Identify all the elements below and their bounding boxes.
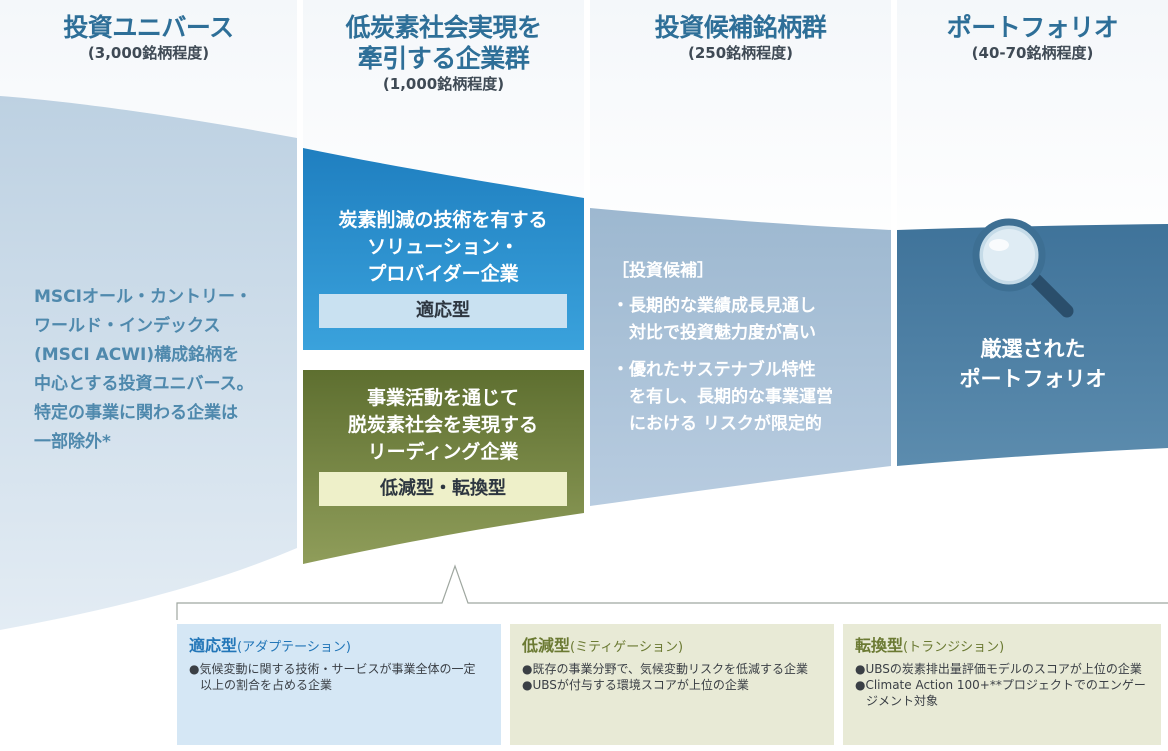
legend-title-main: 転換型 bbox=[855, 636, 904, 655]
legend-title: 低減型(ミティゲーション) bbox=[522, 636, 820, 658]
legend-title-main: 低減型 bbox=[522, 636, 571, 655]
portfolio-line: ポートフォリオ bbox=[959, 367, 1107, 391]
universe-line: 中心とする投資ユニバース。 bbox=[34, 374, 254, 394]
legend-title: 転換型(トランジション) bbox=[855, 636, 1147, 658]
legend-title-note: (トランジション) bbox=[903, 640, 1005, 655]
portfolio-line: 厳選された bbox=[980, 337, 1086, 361]
candidates-line: ・長期的な業績成長見通し bbox=[612, 296, 816, 316]
solution-line: プロバイダー企業 bbox=[367, 263, 519, 285]
solution-line: ソリューション・ bbox=[367, 236, 519, 258]
legend-item: ●UBSが付与する環境スコアが上位の企業 bbox=[522, 678, 749, 692]
legend-box-mitigation: 低減型(ミティゲーション) ●既存の事業分野で、気候変動リスクを低減する企業 ●… bbox=[510, 624, 834, 745]
header-universe-title: 投資ユニバース bbox=[63, 13, 234, 42]
adaptation-tag: 適応型 bbox=[319, 294, 567, 328]
header-candidates-subtitle: (250銘柄程度) bbox=[687, 44, 794, 62]
legend-title-main: 適応型 bbox=[189, 636, 238, 655]
legend-box-adaptation: 適応型(アダプテーション) ●気候変動に関する技術・サービスが事業全体の一定以上… bbox=[177, 624, 501, 745]
legend-item: ●気候変動に関する技術・サービスが事業全体の一定以上の割合を占める企業 bbox=[189, 662, 476, 692]
leading-line: 脱炭素社会を実現する bbox=[347, 414, 538, 436]
leading-company-block: 事業活動を通じて 脱炭素社会を実現する リーディング企業 低減型・転換型 bbox=[303, 385, 583, 506]
header-portfolio-subtitle: (40-70銘柄程度) bbox=[971, 44, 1094, 62]
header-portfolio: ポートフォリオ (40-70銘柄程度) bbox=[897, 12, 1168, 63]
leading-line: 事業活動を通じて bbox=[366, 387, 519, 409]
header-leading-title-line2: 牽引する企業群 bbox=[357, 44, 530, 73]
magnifier-icon bbox=[972, 218, 1074, 318]
portfolio-description: 厳選された ポートフォリオ bbox=[918, 334, 1148, 394]
candidates-heading: ［投資候補］ bbox=[612, 261, 714, 281]
universe-description: MSCIオール・カントリー・ ワールド・インデックス (MSCI ACWI)構成… bbox=[34, 283, 294, 457]
legend-box-transition: 転換型(トランジション) ●UBSの炭素排出量評価モデルのスコアが上位の企業 ●… bbox=[843, 624, 1161, 745]
mitigation-transition-tag: 低減型・転換型 bbox=[319, 472, 567, 506]
legend-title-note: (アダプテーション) bbox=[237, 640, 351, 655]
header-universe: 投資ユニバース (3,000銘柄程度) bbox=[0, 12, 297, 63]
header-leading-title-line1: 低炭素社会実現を bbox=[345, 13, 542, 42]
universe-line: (MSCI ACWI)構成銘柄を bbox=[34, 345, 240, 365]
callout-connector bbox=[176, 564, 1168, 620]
candidates-line: を有し、長期的な事業運営 bbox=[612, 387, 833, 407]
candidates-shape bbox=[590, 208, 891, 506]
header-leading-subtitle: (1,000銘柄程度) bbox=[382, 75, 505, 93]
portfolio-shape bbox=[897, 224, 1168, 466]
leading-line: リーディング企業 bbox=[367, 441, 519, 463]
universe-line: ワールド・インデックス bbox=[34, 316, 221, 336]
leading-shape bbox=[303, 370, 584, 564]
header-universe-subtitle: (3,000銘柄程度) bbox=[87, 44, 210, 62]
universe-shape bbox=[0, 96, 297, 630]
candidates-description: ［投資候補］ ・長期的な業績成長見通し 対比で投資魅力度が高い ・優れたサステナ… bbox=[612, 258, 882, 438]
header-candidates: 投資候補銘柄群 (250銘柄程度) bbox=[590, 12, 891, 63]
legend-item: ●既存の事業分野で、気候変動リスクを低減する企業 bbox=[522, 662, 808, 676]
universe-line: 特定の事業に関わる企業は bbox=[34, 403, 238, 423]
legend-title-note: (ミティゲーション) bbox=[570, 640, 684, 655]
candidates-line: 対比で投資魅力度が高い bbox=[612, 323, 816, 343]
solution-line: 炭素削減の技術を有する bbox=[338, 209, 548, 231]
legend-item: ●UBSの炭素排出量評価モデルのスコアが上位の企業 bbox=[855, 662, 1142, 676]
universe-line: MSCIオール・カントリー・ bbox=[34, 287, 252, 307]
header-candidates-title: 投資候補銘柄群 bbox=[654, 13, 827, 42]
header-portfolio-title: ポートフォリオ bbox=[946, 13, 1119, 42]
legend-item: ●Climate Action 100+**プロジェクトでのエンゲージメント対象 bbox=[855, 678, 1146, 708]
solution-provider-block: 炭素削減の技術を有する ソリューション・ プロバイダー企業 適応型 bbox=[303, 207, 583, 328]
candidates-line: ・優れたサステナブル特性 bbox=[612, 360, 816, 380]
candidates-line: における リスクが限定的 bbox=[612, 414, 822, 434]
universe-line: 一部除外* bbox=[34, 432, 111, 452]
legend-title: 適応型(アダプテーション) bbox=[189, 636, 487, 658]
header-leading-companies: 低炭素社会実現を 牽引する企業群 (1,000銘柄程度) bbox=[303, 12, 584, 94]
